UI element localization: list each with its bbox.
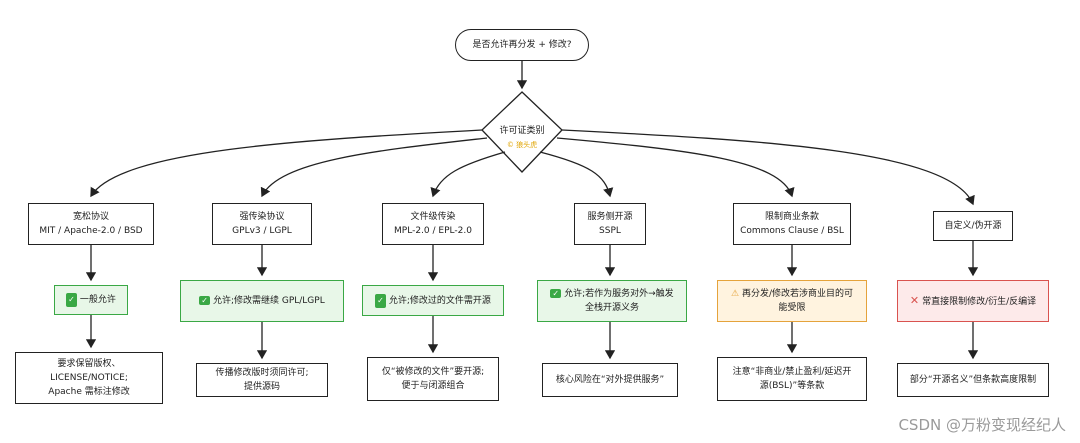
category-title: 服务侧开源 [587, 212, 633, 222]
category-title: 文件级传染 [410, 212, 456, 222]
category-permissive: 宽松协议 MIT / Apache-2.0 / BSD [28, 203, 154, 245]
edge-decision-col2 [260, 137, 488, 198]
category-title: 自定义/伪开源 [944, 221, 1002, 231]
edge-decision-col1 [90, 129, 483, 198]
note-permissive: 要求保留版权、LICENSE/NOTICE;Apache 需标注修改 [15, 352, 163, 404]
start-node: 是否允许再分发 + 修改? [455, 29, 589, 61]
decision-title: 许可证类别 [499, 126, 545, 136]
check-icon: ✓ [66, 293, 77, 307]
watermark: CSDN @万粉变现经纪人 [898, 416, 1066, 434]
note-custom-fake-oss: 部分“开源名义”但条款高度限制 [897, 363, 1049, 397]
start-label: 是否允许再分发 + 修改? [472, 40, 572, 50]
category-examples: MPL-2.0 / EPL-2.0 [394, 226, 472, 236]
status-custom-fake-oss: ✕常直接限制修改/衍生/反编译 [897, 280, 1049, 322]
status-service-side: ✓允许;若作为服务对外→触发全栈开源义务 [537, 280, 687, 322]
category-service-side: 服务侧开源 SSPL [574, 203, 646, 245]
status-permissive: ✓一般允许 [54, 285, 128, 315]
note-strong-copyleft: 传播修改版时须同许可;提供源码 [196, 363, 328, 397]
category-examples: SSPL [599, 226, 621, 236]
note-service-side: 核心风险在“对外提供服务” [542, 363, 678, 397]
edge-decision-col3 [430, 151, 506, 198]
edge-decision-col5 [556, 137, 795, 198]
category-examples: Commons Clause / BSL [740, 226, 844, 236]
warning-icon: ⚠ [730, 289, 740, 299]
decision-sub: © 狼头虎 [506, 141, 538, 149]
category-title: 限制商业条款 [764, 212, 819, 222]
category-title: 强传染协议 [239, 212, 285, 222]
check-icon: ✓ [199, 296, 210, 305]
category-file-level: 文件级传染 MPL-2.0 / EPL-2.0 [382, 203, 484, 245]
note-file-level: 仅“被修改的文件”要开源;便于与闭源组合 [367, 357, 499, 401]
check-icon: ✓ [550, 289, 562, 298]
category-examples: GPLv3 / LGPL [232, 226, 292, 236]
cross-icon: ✕ [909, 293, 920, 307]
edge-decision-col4 [539, 151, 614, 198]
category-strong-copyleft: 强传染协议 GPLv3 / LGPL [212, 203, 312, 245]
status-commercial-restriction: ⚠再分发/修改若涉商业目的可能受限 [717, 280, 867, 322]
decision-label: 许可证类别 © 狼头虎 [482, 124, 562, 152]
category-commercial-restriction: 限制商业条款 Commons Clause / BSL [733, 203, 851, 245]
category-title: 宽松协议 [72, 212, 109, 222]
note-commercial-restriction: 注意“非商业/禁止盈利/延迟开源(BSL)”等条款 [717, 357, 867, 401]
status-strong-copyleft: ✓允许;修改需继续 GPL/LGPL [180, 280, 344, 322]
check-icon: ✓ [375, 293, 386, 308]
decision-diamond [481, 91, 563, 173]
category-examples: MIT / Apache-2.0 / BSD [39, 226, 143, 236]
status-file-level: ✓允许;修改过的文件需开源 [362, 285, 504, 316]
category-custom-fake-oss: 自定义/伪开源 [933, 211, 1013, 241]
edge-decision-col6 [561, 129, 975, 206]
